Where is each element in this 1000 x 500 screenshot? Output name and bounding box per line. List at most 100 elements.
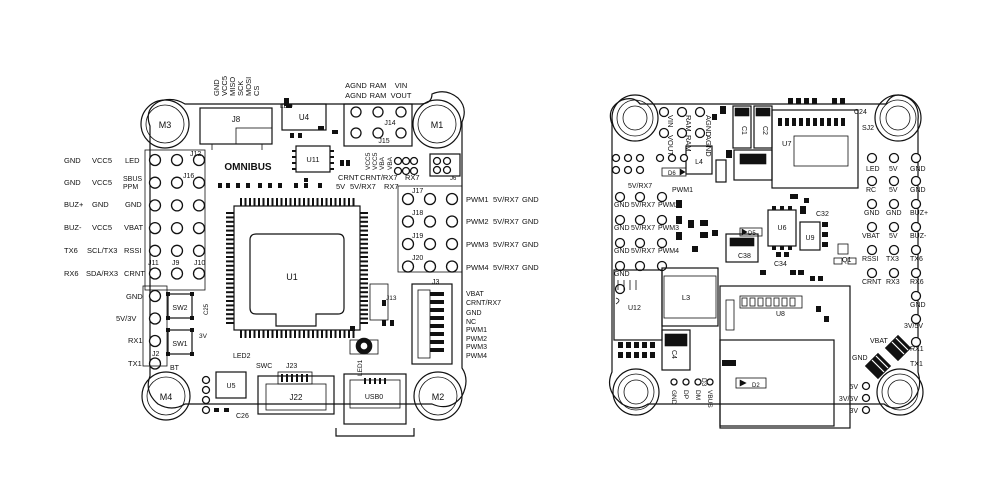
u1-pin: [303, 330, 305, 338]
u1-pin: [249, 198, 251, 206]
u1-pin: [360, 242, 368, 245]
led1-label: LED1: [357, 359, 364, 376]
pwm-pad: [423, 192, 437, 206]
svg-text:VOUT: VOUT: [391, 91, 412, 100]
svg-text:AGND: AGND: [345, 91, 367, 100]
j22-connector: J22: [257, 375, 335, 415]
right-pad: [623, 153, 633, 163]
u1-pin: [244, 330, 247, 338]
left-header-grid: J12 J16 J11 J9 J10 J2: [142, 149, 206, 370]
led-label: LED: [280, 103, 293, 110]
u1-pin: [303, 198, 305, 206]
svg-text:VBUS: VBUS: [706, 390, 713, 408]
u6-chip: U6: [767, 206, 797, 250]
svg-text:5V/3V: 5V/3V: [116, 314, 136, 323]
right-pad: [888, 152, 900, 164]
svg-text:U9: U9: [806, 235, 815, 242]
u1-pin: [316, 330, 319, 338]
uart-row-labels: CRNT CRNT/RX7 RX7 5V 5V/RX7 RX7: [336, 173, 420, 191]
svg-text:PWM4: PWM4: [466, 263, 489, 272]
svg-text:VCC5: VCC5: [92, 178, 112, 187]
svg-text:5V: 5V: [889, 166, 898, 173]
u1-pin: [262, 330, 265, 338]
svg-text:SW1: SW1: [172, 341, 187, 348]
svg-text:GND: GND: [522, 263, 539, 272]
u1-pin: [360, 264, 368, 267]
svg-text:RAM: RAM: [370, 81, 387, 90]
j8-pin-labels: GND VCC5 MISO SCK MOSI CS: [212, 76, 261, 96]
right-bottom-small: GND DP DM VBUS D3: [670, 378, 714, 408]
svg-text:SW2: SW2: [172, 305, 187, 312]
header-pad: [148, 334, 162, 348]
svg-text:PWM3: PWM3: [466, 344, 487, 351]
right-col-pads: [866, 152, 922, 348]
svg-text:U6: U6: [778, 225, 787, 232]
u1-pin: [339, 330, 341, 338]
svg-text:L3: L3: [682, 293, 690, 302]
svg-text:TX1: TX1: [910, 361, 923, 368]
svg-text:PWM1: PWM1: [466, 195, 489, 204]
u1-pin: [360, 291, 368, 294]
right-mid-smd: [350, 300, 394, 331]
svg-text:5V/RX7: 5V/RX7: [493, 217, 519, 226]
right-pad: [888, 198, 900, 210]
sw1-switch: SW1: [166, 328, 194, 356]
right-pad: [866, 221, 878, 233]
u1-pin: [307, 330, 310, 338]
right-pad: [888, 267, 900, 279]
right-pad: [614, 191, 626, 203]
svg-text:RSSI: RSSI: [124, 246, 142, 255]
header-pad: [148, 244, 162, 257]
q1-transistor: Q1: [833, 243, 857, 265]
svg-text:5V/RX7: 5V/RX7: [493, 263, 519, 272]
vbat-gnd-pads: VBAT GND: [852, 334, 912, 380]
right-mount-tl: [611, 94, 659, 142]
svg-text:J9: J9: [172, 260, 180, 267]
led2-label: LED2: [233, 353, 251, 360]
sj2-label: SJ2: [862, 125, 874, 132]
svg-text:C4: C4: [670, 350, 677, 359]
svg-text:GND: GND: [910, 302, 926, 309]
svg-text:J22: J22: [290, 393, 303, 402]
u1-pin: [267, 330, 269, 338]
vbat-header: VBA VBA VCC5 VCC5 J6: [365, 152, 461, 182]
svg-text:RAM: RAM: [684, 135, 693, 152]
swc-label: SWC: [256, 363, 272, 370]
svg-text:CRNT/RX7: CRNT/RX7: [360, 173, 398, 182]
right-col-labels: LED RC GND VBAT RSSI CRNT 5V 5V GND 5V T…: [862, 166, 928, 368]
u1-pin: [330, 198, 332, 206]
omnibus-brand: OMNIBUS: [224, 162, 272, 173]
u1-pin: [226, 308, 234, 311]
svg-text:CS: CS: [252, 86, 261, 96]
svg-text:CRNT: CRNT: [124, 269, 145, 278]
svg-text:D2: D2: [752, 383, 760, 389]
svg-text:TX3: TX3: [886, 256, 899, 263]
u1-pin: [360, 300, 368, 302]
pwm-pad: [401, 192, 415, 206]
header-pad: [170, 244, 184, 257]
svg-text:D3: D3: [700, 378, 707, 387]
c34-label: C34: [774, 261, 787, 268]
u1-pin: [226, 225, 234, 228]
u11-chip: U11: [292, 145, 334, 173]
header-pad: [192, 176, 206, 189]
u6-smd: [790, 194, 828, 247]
svg-text:GND: GND: [125, 200, 142, 209]
svg-text:PWM4: PWM4: [466, 353, 487, 360]
svg-text:U8: U8: [776, 311, 785, 318]
d5-diode: D5: [739, 227, 763, 237]
u1-pin: [360, 247, 368, 250]
svg-text:CRNT: CRNT: [338, 173, 359, 182]
u1-pin: [271, 198, 274, 206]
u1-pin: [343, 330, 346, 338]
right-pad: [611, 153, 621, 163]
right-pad: [910, 221, 922, 233]
u1-pin: [325, 330, 328, 338]
svg-text:5V/RX7: 5V/RX7: [350, 182, 376, 191]
u1-pin: [325, 198, 328, 206]
svg-text:VOUT: VOUT: [666, 135, 675, 156]
svg-text:GND: GND: [522, 195, 539, 204]
header-pad: [192, 267, 206, 280]
usb0-connector: USB0: [335, 373, 415, 437]
svg-text:U11: U11: [306, 155, 319, 164]
